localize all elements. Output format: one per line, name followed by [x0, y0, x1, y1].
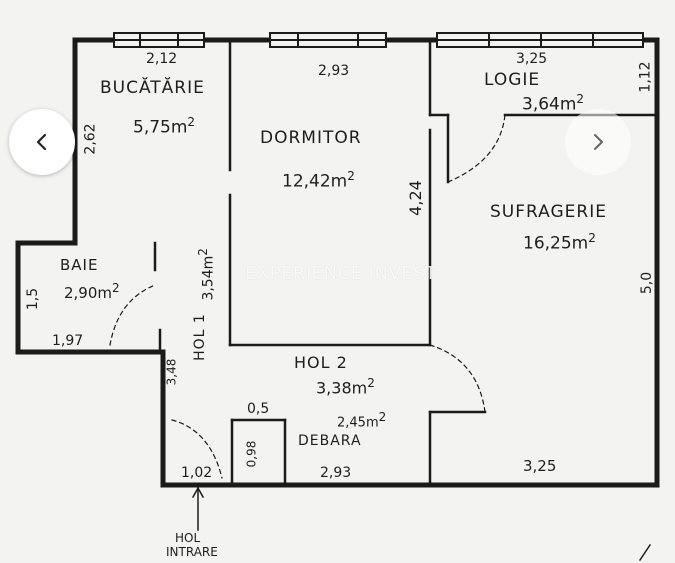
- room-area-logie: 3,64m2: [522, 92, 585, 115]
- dim-bottom-mid: 2,93: [320, 465, 352, 481]
- dim-hall-depth: 3,48: [164, 358, 179, 386]
- previous-image-button[interactable]: [9, 109, 75, 175]
- chevron-right-icon: [590, 133, 606, 151]
- room-area-baie: 2,90m2: [64, 281, 120, 302]
- room-area-bucatarie: 5,75m2: [133, 115, 196, 138]
- watermark: EXPERIENCE INVEST: [245, 263, 437, 284]
- room-area-dormitor: 12,42m2: [282, 169, 355, 192]
- dim-bottom-right: 3,25: [523, 457, 557, 475]
- dim-bath-depth: 1,5: [25, 287, 42, 311]
- outer-wall: [15, 37, 660, 488]
- room-area-hol1: 3,54m2: [195, 248, 217, 301]
- room-area-hol2: 3,38m2: [316, 376, 375, 398]
- next-image-button[interactable]: [565, 109, 631, 175]
- interior-walls: [153, 40, 659, 487]
- dim-loggia-depth: 1,12: [637, 61, 654, 93]
- room-name-sufragerie: SUFRAGERIE: [490, 202, 607, 222]
- door-swings: [109, 114, 506, 479]
- dim-entry-width: 1,02: [181, 465, 213, 481]
- room-name-hol1: HOL 1: [191, 313, 208, 361]
- dim-kitchen-depth: 2,62: [82, 123, 99, 155]
- dim-kitchen-width: 2,12: [146, 51, 178, 67]
- room-area-sufragerie: 16,25m2: [523, 231, 596, 254]
- room-name-bucatarie: BUCĂTĂRIE: [100, 78, 205, 98]
- entrance-label-line1: HOL: [175, 531, 201, 545]
- dim-bedroom-width: 2,93: [318, 63, 350, 79]
- dim-bath-width: 1,97: [52, 333, 84, 349]
- dim-living-depth: 5,0: [639, 271, 656, 295]
- dim-bedroom-depth: 4,24: [405, 180, 425, 216]
- corner-mark: [638, 543, 652, 562]
- window-frames: [113, 32, 644, 48]
- chevron-left-icon: [34, 133, 50, 151]
- dim-closet-width: 0,5: [247, 401, 270, 417]
- room-area-debara: 2,45m2: [337, 410, 387, 431]
- room-name-logie: LOGIE: [484, 70, 541, 90]
- entrance-label-line2: INTRARE: [166, 545, 218, 559]
- dim-loggia-width: 3,25: [516, 51, 548, 67]
- room-name-hol2: HOL 2: [294, 353, 348, 372]
- dim-closet-depth: 0,98: [244, 440, 259, 468]
- room-name-dormitor: DORMITOR: [260, 128, 362, 148]
- room-name-debara: DEBARA: [298, 433, 362, 449]
- entrance-arrow: [191, 484, 205, 531]
- room-name-baie: BAIE: [60, 256, 99, 274]
